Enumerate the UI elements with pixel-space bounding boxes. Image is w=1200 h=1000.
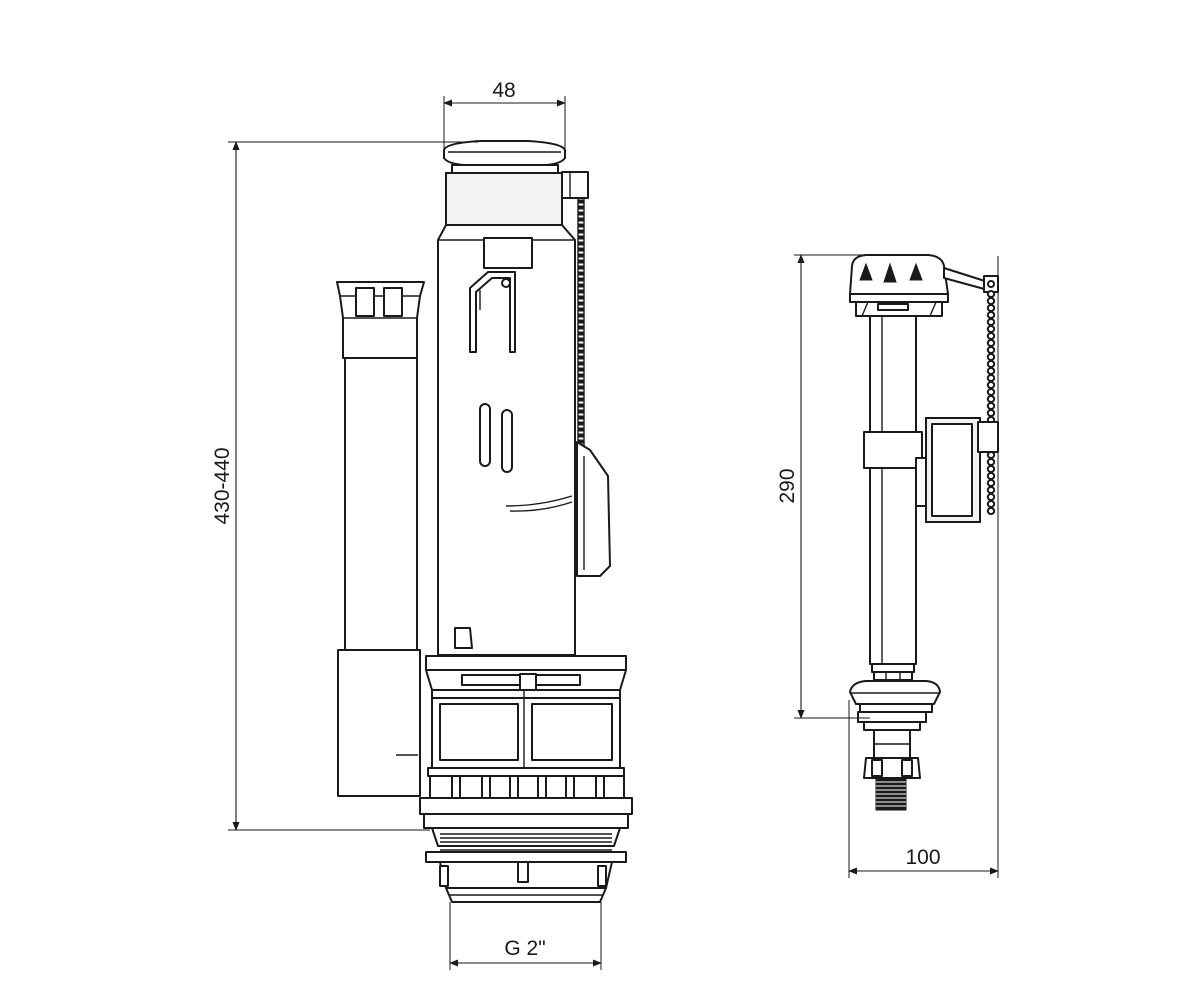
overflow-tube [336, 281, 425, 797]
fill-valve-head [849, 254, 949, 317]
dim-top-width: 48 [443, 79, 566, 150]
bead-chain [577, 198, 585, 446]
fill-valve-float [915, 417, 999, 523]
dim-top-width-label: 48 [492, 79, 515, 102]
valve-cage [425, 655, 627, 799]
dim-fill-width-label: 100 [905, 846, 940, 869]
fill-valve-base [849, 680, 941, 811]
dim-fill-height: 290 [776, 254, 870, 719]
dim-fill-width: 100 [848, 256, 999, 878]
valve-body [437, 224, 576, 656]
flush-valve: 48 430-440 G 2" [211, 79, 633, 970]
fill-valve-lever [943, 267, 999, 293]
dim-thread: G 2" [449, 902, 602, 970]
float-box [576, 441, 611, 577]
fill-valve-chain [986, 290, 996, 515]
dim-fill-height-label: 290 [776, 468, 799, 503]
dim-height: 430-440 [211, 141, 478, 831]
push-button [443, 140, 589, 226]
dim-thread-label: G 2" [504, 937, 545, 960]
fill-valve-stem [863, 315, 923, 681]
dim-height-label: 430-440 [211, 447, 234, 524]
fill-valve: 290 100 [776, 254, 999, 878]
valve-base [419, 797, 633, 903]
